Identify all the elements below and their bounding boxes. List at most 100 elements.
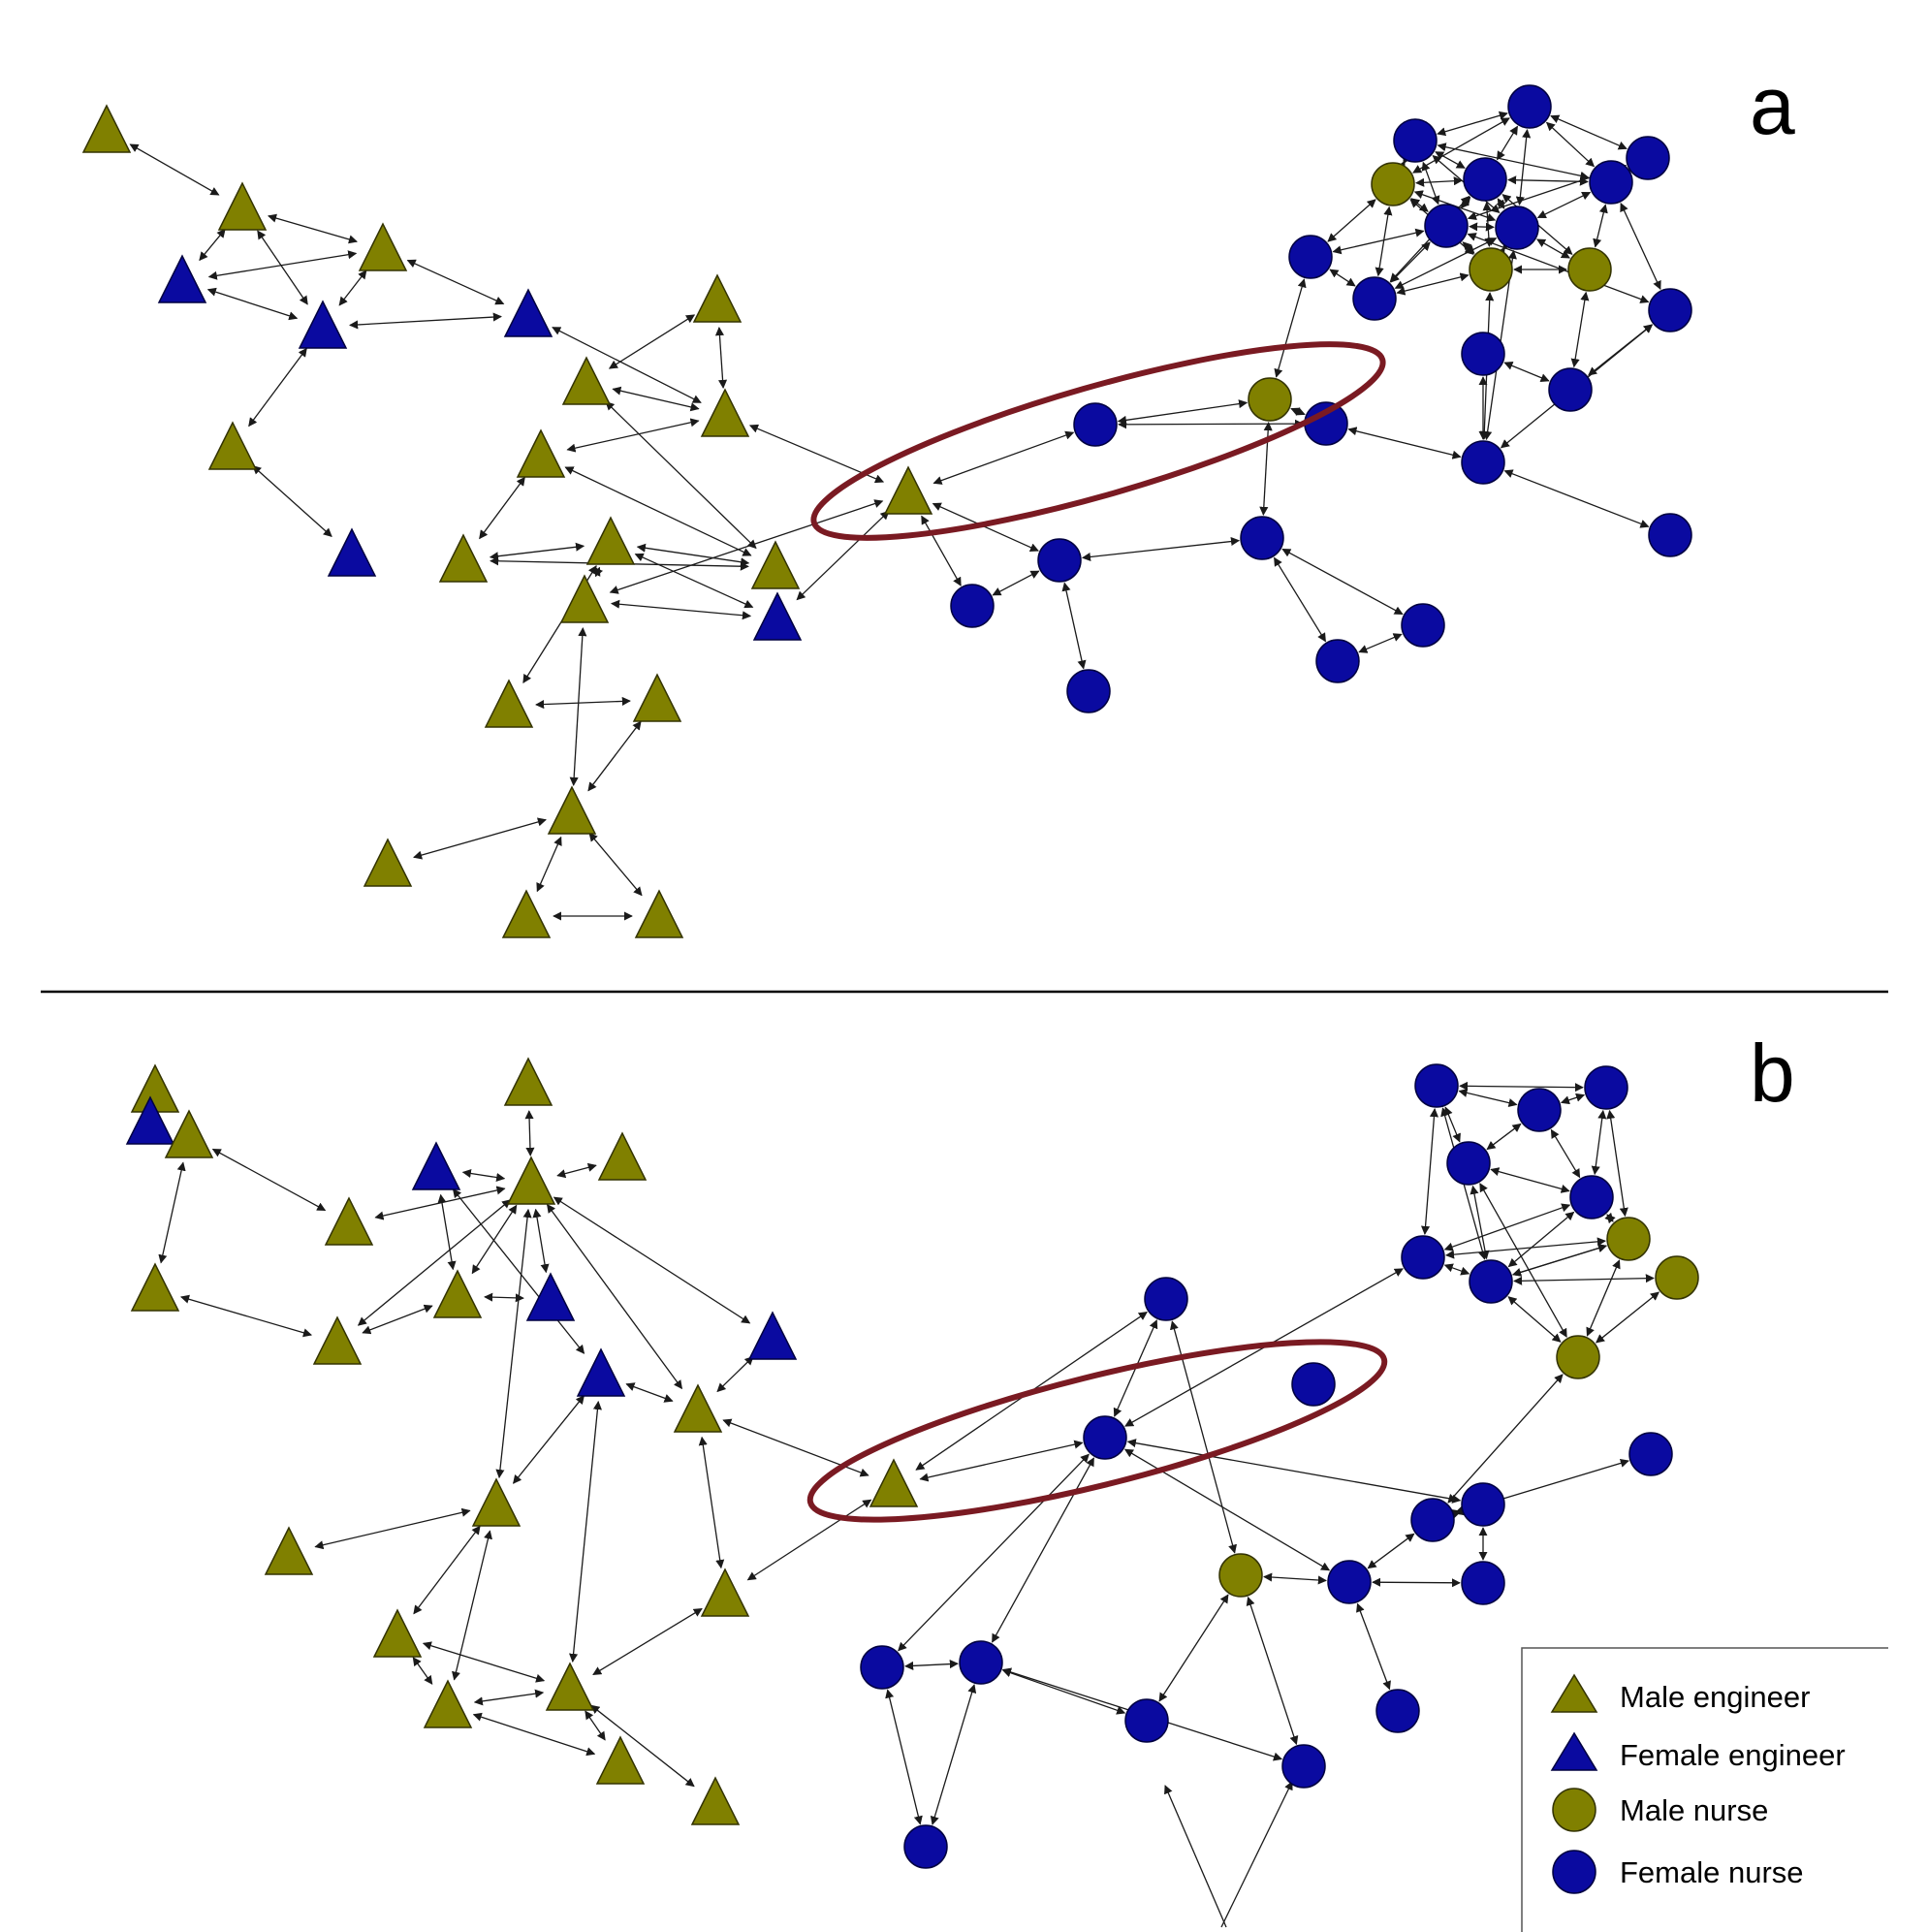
network-edge <box>1503 469 1650 528</box>
male-engineer-node <box>585 516 636 565</box>
network-edge <box>588 832 643 897</box>
network-edge <box>904 1660 959 1670</box>
network-edge <box>992 570 1040 596</box>
female-nurse-node <box>1461 440 1505 485</box>
network-edge <box>625 1382 674 1403</box>
network-edge <box>452 1188 585 1354</box>
network-edge <box>1550 1128 1581 1179</box>
network-edge <box>1437 111 1508 137</box>
female-nurse-node <box>860 1645 904 1690</box>
network-edge <box>796 510 890 601</box>
network-edge <box>1421 1108 1438 1235</box>
male-engineer-node <box>632 673 682 722</box>
network-edge <box>479 476 525 540</box>
network-edge <box>1375 206 1393 277</box>
legend-label: Male engineer <box>1620 1680 1810 1714</box>
network-edge <box>587 720 642 792</box>
male-engineer-node <box>503 1057 553 1106</box>
female-nurse-node <box>1517 1088 1562 1132</box>
female-nurse-node <box>1083 1415 1127 1460</box>
network-edge <box>1435 151 1466 169</box>
female-nurse-node <box>1073 402 1118 447</box>
network-edge <box>532 1208 550 1274</box>
network-edge <box>1263 1572 1327 1585</box>
network-edge <box>1220 1781 1293 1928</box>
network-edge <box>1123 1448 1331 1571</box>
male-nurse-node <box>1248 377 1292 422</box>
network-edge <box>1061 582 1087 670</box>
network-edge <box>362 1304 433 1335</box>
male-engineer-node <box>363 838 413 887</box>
male-engineer-node <box>264 1526 314 1575</box>
legend-male-engineer-icon <box>1550 1673 1598 1713</box>
network-edge <box>1507 1296 1562 1343</box>
male-engineer-node <box>164 1109 214 1158</box>
female-nurse-node <box>1401 603 1445 648</box>
network-edge <box>592 1607 703 1676</box>
network-edge <box>406 259 505 305</box>
male-engineer-node <box>700 1568 750 1617</box>
network-edge <box>1397 154 1411 171</box>
network-edge <box>1591 1109 1607 1176</box>
legend-male-nurse-icon <box>1552 1788 1596 1832</box>
male-engineer-node <box>484 679 534 728</box>
female-nurse-node <box>1410 1498 1455 1542</box>
network-edge <box>1443 1203 1571 1251</box>
female-nurse-node <box>1446 1141 1491 1186</box>
network-edge <box>437 1193 457 1271</box>
panel-b: b <box>125 1028 1795 1928</box>
male-engineer-node <box>501 889 552 938</box>
network-edge <box>1545 121 1596 168</box>
network-edge <box>1118 419 1304 429</box>
male-engineer-node <box>312 1315 363 1365</box>
network-edge <box>1274 556 1326 643</box>
female-nurse-node <box>1648 288 1692 333</box>
male-nurse-node <box>1218 1553 1263 1598</box>
network-edge <box>610 599 752 620</box>
female-nurse-node <box>1461 332 1505 376</box>
network-edge <box>248 347 307 428</box>
male-engineer-node <box>207 421 258 470</box>
male-engineer-node <box>81 104 132 153</box>
female-nurse-node <box>1648 513 1692 557</box>
female-engineer-node <box>411 1141 461 1190</box>
legend-label: Female nurse <box>1620 1855 1804 1889</box>
network-edge <box>512 1395 585 1484</box>
network-edge <box>349 312 502 330</box>
network-edge <box>473 1689 545 1706</box>
network-edge <box>569 1400 602 1663</box>
network-edge <box>1329 269 1356 287</box>
network-edge <box>357 1199 512 1326</box>
network-edge <box>898 1453 1090 1652</box>
network-edge <box>1356 1602 1391 1691</box>
panel-b-nodes <box>125 1057 1699 1869</box>
network-edge <box>489 542 585 561</box>
legend-item-female-nurse: Female nurse <box>1552 1850 1804 1894</box>
network-edge <box>1117 399 1248 425</box>
female-nurse-node <box>1548 367 1593 412</box>
female-nurse-node <box>1414 1063 1459 1108</box>
male-engineer-node <box>432 1269 483 1318</box>
female-nurse-node <box>1424 204 1469 248</box>
network-edge <box>1469 222 1495 232</box>
network-edge <box>413 817 547 860</box>
female-nurse-node <box>1352 276 1397 321</box>
network-edge <box>612 386 700 412</box>
male-nurse-node <box>1469 247 1513 292</box>
female-nurse-node <box>1315 639 1360 683</box>
male-nurse-node <box>1371 162 1415 206</box>
female-nurse-node <box>950 584 995 628</box>
male-nurse-node <box>1606 1217 1651 1261</box>
male-engineer-node <box>545 1662 595 1711</box>
network-edge <box>636 543 750 567</box>
network-edge <box>374 1186 506 1220</box>
legend-item-male-engineer: Male engineer <box>1550 1673 1810 1714</box>
network-edge <box>585 1710 606 1741</box>
male-engineer-node <box>506 1156 556 1205</box>
network-edge <box>569 627 587 786</box>
panel-a: a <box>81 60 1795 938</box>
female-engineer-node <box>298 300 348 349</box>
male-engineer-node <box>869 1458 919 1507</box>
network-edge <box>1415 176 1463 187</box>
male-engineer-node <box>547 785 597 835</box>
